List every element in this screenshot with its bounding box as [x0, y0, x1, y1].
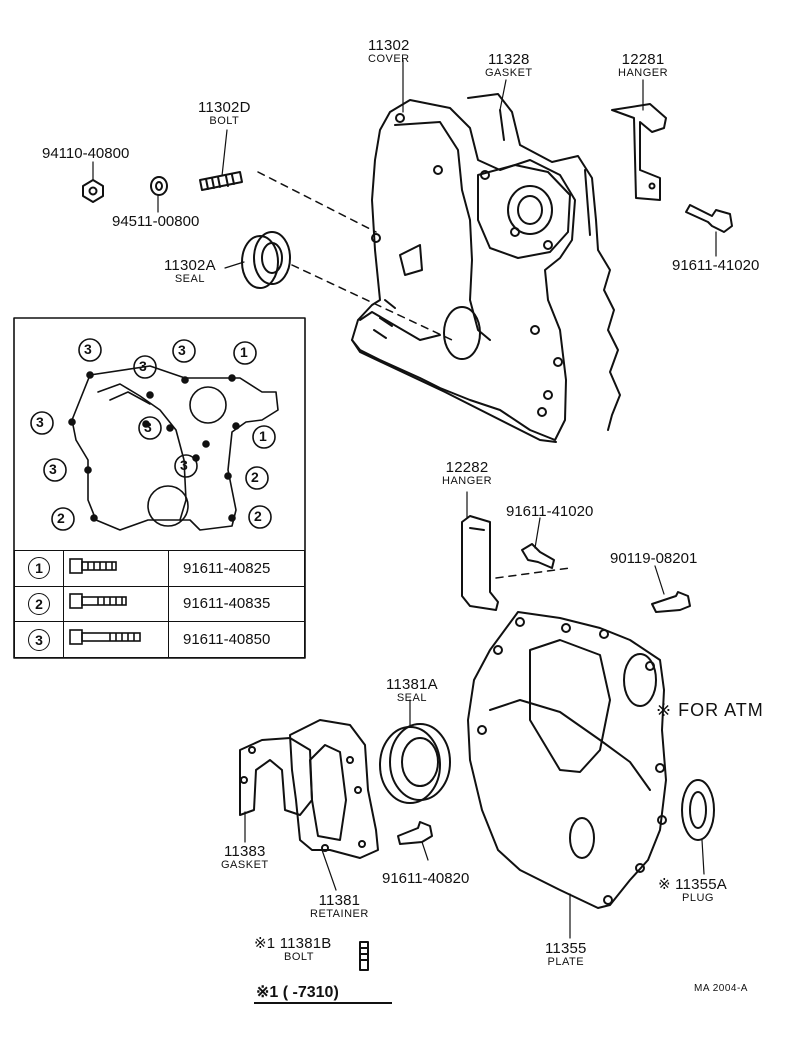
label-bolt-hanger-lower: 91611-41020: [506, 503, 594, 520]
inset-callout: 1: [259, 428, 267, 444]
label-plug: ※ 11355A PLUG: [658, 876, 727, 904]
bolt-retainer-drawing: [397, 821, 433, 845]
atm-note: ※ FOR ATM: [656, 700, 764, 720]
inset-callout: 3: [144, 419, 152, 435]
inset-sketch: [68, 365, 279, 531]
hanger-upper-drawing: [611, 103, 667, 201]
bolt-hanger-upper-drawing: [685, 204, 733, 233]
table-row: 2 91611-40835: [14, 585, 305, 623]
washer-drawing: [150, 176, 168, 196]
inset-callout: 3: [178, 342, 186, 358]
front-seal-drawing: [241, 231, 291, 289]
label-bolt-plate: 90119-08201: [610, 550, 698, 567]
label-bolt-retainer: 91611-40820: [382, 870, 470, 887]
label-bolt-hanger-upper: 91611-41020: [672, 257, 760, 274]
bolt-plate-drawing: [651, 591, 691, 613]
legend-index: 1: [28, 557, 50, 580]
inset-callout: 3: [180, 457, 188, 473]
footnote: ※1 ( -7310): [256, 984, 339, 1001]
legend-part-number: 91611-40835: [168, 585, 305, 623]
hanger-lower-drawing: [461, 515, 499, 611]
legend-index: 3: [28, 628, 50, 651]
bolt-icon: [69, 593, 127, 610]
inset-callout-circles: [30, 338, 276, 531]
catalog-code: MA 2004-A: [694, 983, 748, 994]
cover-gasket-drawing: [467, 93, 621, 431]
inset-callout: 3: [36, 414, 44, 430]
stud-bolt-drawing: [199, 171, 243, 191]
table-row: 3 91611-40850: [14, 621, 305, 658]
end-plate-drawing: [467, 611, 667, 909]
label-nut: 94110-40800: [42, 145, 130, 162]
dashed-leaders: [257, 171, 571, 579]
legend-part-number: 91611-40825: [168, 550, 305, 587]
inset-callout: 3: [139, 358, 147, 374]
label-leaders: [92, 59, 717, 939]
inset-callout: 3: [84, 341, 92, 357]
retainer-gasket-drawing: [239, 737, 313, 816]
inset-callout: 2: [254, 508, 262, 524]
rear-seal-drawing: [379, 723, 451, 804]
bolt-hanger-lower-drawing: [521, 543, 555, 569]
inset-frame: [13, 317, 306, 659]
nut-drawing: [82, 179, 104, 203]
bolt-legend-table: 1 91611-40825 2 91611-40835 3 91611-4085…: [14, 550, 305, 658]
table-row: 1 91611-40825: [14, 550, 305, 587]
legend-index: 2: [28, 592, 50, 615]
bolt-icon: [69, 629, 141, 645]
inset-callout: 3: [49, 461, 57, 477]
timing-cover-drawing: [351, 99, 576, 443]
footnote-underline: [254, 1002, 392, 1004]
retainer-stud-drawing: [359, 941, 369, 971]
inset-callout: 2: [251, 469, 259, 485]
inset-callout: 2: [57, 510, 65, 526]
plug-drawing: [681, 779, 715, 841]
bolt-icon: [69, 558, 117, 574]
label-washer: 94511-00800: [112, 213, 200, 230]
label-retainer-stud: ※1 11381B BOLT: [254, 935, 332, 963]
retainer-drawing: [289, 719, 379, 859]
inset-callout: 1: [240, 344, 248, 360]
legend-part-number: 91611-40850: [168, 621, 305, 658]
